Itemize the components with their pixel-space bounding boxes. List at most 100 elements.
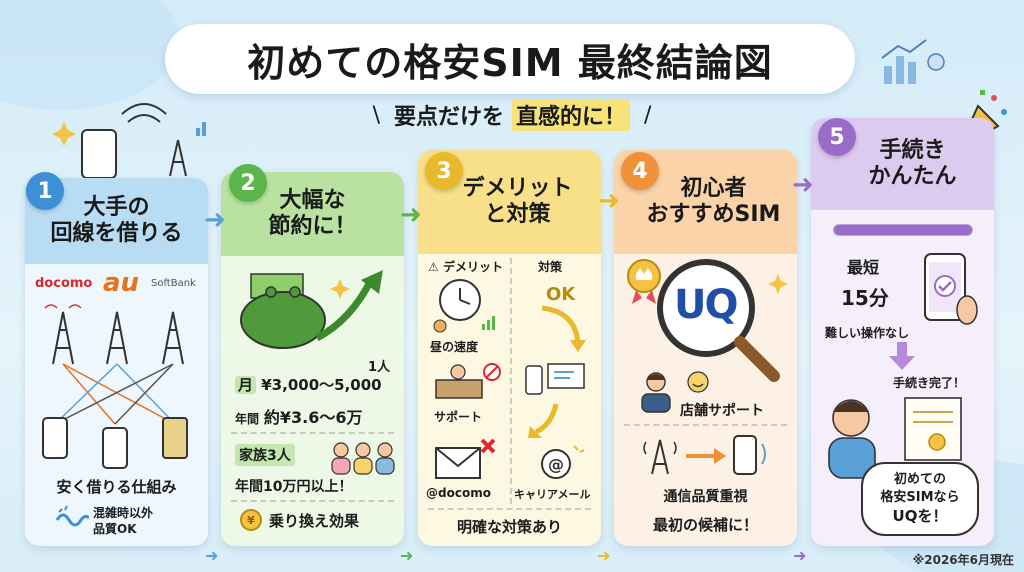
carrier-softbank: SoftBank — [151, 278, 196, 289]
step-2-divider-2 — [231, 500, 394, 502]
bottom-arrow-1: ➜ — [205, 546, 219, 565]
subtitle-lead: 要点だけを — [393, 105, 504, 130]
phone-check-icon — [924, 253, 978, 325]
step-5-bubble-line2: 格安SIMなら — [880, 489, 960, 505]
step-2-yearly-label: 年間 — [235, 412, 260, 426]
step-4-heading: 初心者おすすめSIM — [614, 150, 797, 254]
step-3-down-arrow-icon — [528, 403, 559, 438]
uq-logo: UQ — [674, 282, 739, 328]
step-5-progress-fill — [834, 225, 972, 235]
step-3-divider — [428, 508, 591, 510]
carrier-au: au — [103, 268, 140, 298]
sparkle-icon — [768, 274, 788, 294]
mail-icon — [435, 438, 496, 479]
step-1-note-line2: 品質OK — [93, 522, 137, 536]
step-3-column-divider — [510, 258, 512, 504]
step-4-card: 初心者おすすめSIM UQ 店舗サポート — [614, 150, 797, 546]
step-5-card: 手続きかんたん 最短 15分 難しい操作なし 手続き完了！ — [811, 118, 994, 546]
step-1-badge: 1 — [26, 172, 64, 210]
subtitle-slash-left: \ — [372, 102, 380, 128]
network-tower-diagram — [42, 304, 188, 469]
arrow-2-to-3: ➜ — [400, 200, 422, 230]
step-3-measure-label: 対策 — [538, 260, 563, 274]
step-2-heading-line2: 節約に！ — [268, 214, 357, 239]
step-4-heading-line1: 初心者 — [680, 175, 747, 201]
devices-icon — [525, 363, 585, 395]
step-5-shortest-label: 最短 — [847, 258, 880, 277]
arrow-1-to-2: ➜ — [204, 205, 226, 235]
step-3-curved-arrow-icon — [541, 305, 586, 352]
step-4-badge: 4 — [621, 152, 659, 190]
step-2-heading-line1: 大幅な — [279, 187, 346, 213]
step-5-speech-bubble: 初めての 格安SIMなら UQを！ — [861, 462, 979, 536]
bottom-arrow-4: ➜ — [793, 546, 807, 565]
step-1-heading-line1: 大手の — [83, 194, 150, 220]
step-4-divider — [624, 424, 787, 426]
carrier-docomo: docomo — [35, 276, 93, 291]
award-medal-icon — [627, 259, 661, 304]
step-5-shortest-value: 15分 — [841, 286, 889, 310]
step-5-body: 最短 15分 難しい操作なし 手続き完了！ 初めての 格安SIMなら UQ — [811, 210, 994, 546]
footnote: ※2026年6月現在 — [912, 553, 1014, 567]
signal-to-phone-icon — [643, 435, 766, 475]
step-5-done: 手続き完了！ — [893, 376, 966, 390]
step-5-progress-bar — [833, 224, 973, 236]
clock-snail-icon — [433, 279, 495, 333]
step-2-heading: 大幅な節約に！ — [221, 172, 404, 256]
wallet-growth-icon — [240, 270, 383, 349]
step-3-demerit-docomo: @docomo — [426, 486, 491, 500]
person-certificate-icon — [828, 397, 962, 479]
step-4-heading-line2: おすすめSIM — [646, 202, 781, 227]
step-3-demerit-support: サポート — [434, 410, 483, 424]
step-3-heading-line1: デメリット — [462, 175, 573, 201]
at-mail-icon: @ — [541, 445, 585, 479]
step-5-down-arrow-icon — [889, 342, 915, 370]
step-3-badge: 3 — [425, 152, 463, 190]
step-4-body: UQ 店舗サポート 通信品質重視 最初の候補に！ — [614, 254, 797, 546]
family-icon — [331, 442, 395, 475]
step-5-bubble-line3: UQを！ — [892, 507, 948, 526]
step-2-switch-effect: 乗り換え効果 — [269, 512, 360, 530]
step-4-quality: 通信品質重視 — [663, 489, 748, 505]
step-1-card: 大手の回線を借りる docomo au SoftBank 安く — [25, 178, 208, 546]
step-2-body: 1人 月 ¥3,000〜5,000 年間 約¥3.6〜6万 家族3人 年間10万… — [221, 256, 404, 546]
step-2-monthly: 月 ¥3,000〜5,000 — [235, 374, 382, 395]
support-desk-icon — [435, 363, 501, 399]
subtitle: \ 要点だけを 直感的に！ / — [0, 98, 1024, 132]
bottom-arrow-2: ➜ — [400, 546, 414, 565]
bottom-arrow-3: ➜ — [597, 546, 611, 565]
step-4-store-support: 店舗サポート — [680, 403, 764, 419]
step-3-demerit-label: ⚠ デメリット — [428, 258, 503, 275]
step-2-per-person: 1人 — [367, 360, 390, 375]
step-3-ok: OK — [546, 284, 576, 305]
magnifier-icon — [657, 259, 780, 382]
svg-text:@: @ — [548, 455, 564, 474]
step-1-caption: 安く借りる仕組み — [56, 478, 177, 496]
step-1-note-line1: 混雑時以外 — [93, 506, 154, 520]
step-2-yearly: 年間 約¥3.6〜6万 — [235, 404, 363, 428]
step-5-heading-line1: 手続き — [879, 137, 946, 163]
step-1-heading: 大手の回線を借りる — [25, 178, 208, 264]
chart-decoration-icon — [881, 39, 945, 84]
coin-icon: ¥ — [240, 509, 262, 531]
step-3-demerit-speed: 昼の速度 — [430, 340, 479, 354]
step-3-demerit-text: デメリット — [442, 260, 503, 274]
step-3-body: ⚠ デメリット 対策 昼の速度 OK サポート — [418, 254, 601, 546]
step-2-monthly-value: ¥3,000〜5,000 — [261, 376, 382, 394]
step-5-badge: 5 — [818, 118, 856, 156]
page-title: 初めての格安SIM 最終結論図 — [165, 24, 855, 94]
step-2-badge: 2 — [229, 164, 267, 202]
step-2-divider — [231, 432, 394, 434]
step-3-caption: 明確な対策あり — [456, 518, 562, 536]
step-2-family-yearly: 年間10万円以上！ — [235, 479, 353, 495]
phone-signal-icon — [52, 103, 206, 179]
subtitle-highlight: 直感的に！ — [512, 99, 631, 131]
step-3-card: デメリットと対策 ⚠ デメリット 対策 昼の速度 OK — [418, 150, 601, 546]
step-2-card: 大幅な節約に！ 1人 月 ¥3,000〜5,000 年間 約¥3.6〜6万 家族… — [221, 172, 404, 546]
step-5-easy: 難しい操作なし — [825, 326, 910, 340]
svg-text:¥: ¥ — [247, 514, 255, 527]
step-1-body: docomo au SoftBank 安く借りる仕組み — [25, 264, 208, 546]
staff-icon — [641, 372, 671, 413]
step-5-heading-line2: かんたん — [868, 164, 957, 189]
step-2-yearly-value: 約¥3.6〜6万 — [263, 408, 363, 427]
